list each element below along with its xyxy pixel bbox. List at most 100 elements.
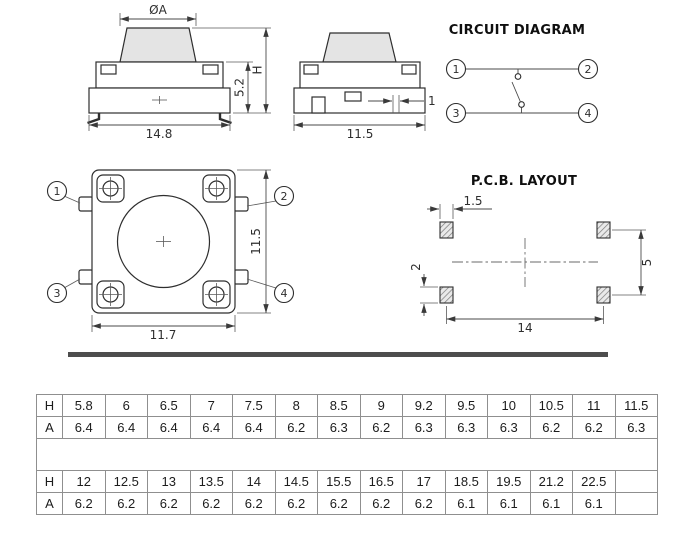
- table-cell: 6.2: [274, 492, 318, 515]
- terminal-1-label: 1: [453, 63, 460, 76]
- dim-top-view-width-label: 11.7: [150, 328, 177, 342]
- row-label-h: H: [36, 470, 63, 493]
- table-cell: 6.1: [487, 492, 531, 515]
- dim-top-view-height: 11.5: [237, 169, 271, 314]
- dim-terminal-width: 1: [368, 94, 436, 113]
- table-cell: 11: [572, 394, 616, 417]
- table-cell: 11.5: [614, 394, 658, 417]
- callout-1-label: 1: [54, 185, 61, 198]
- callout-3-circle: [46, 282, 68, 304]
- table-cell: 9.2: [402, 394, 446, 417]
- callout-4-circle: [273, 282, 295, 304]
- side-body-upper: [299, 61, 421, 89]
- table-cell: 21.2: [529, 470, 573, 493]
- table-cell: 9.5: [444, 394, 488, 417]
- table-cell: 13: [147, 470, 191, 493]
- table-cell: 8.5: [317, 394, 361, 417]
- button-cap-side: [322, 32, 397, 63]
- row-label-a: A: [36, 416, 63, 439]
- table-cell: 5.8: [62, 394, 106, 417]
- table-cell: 6.2: [359, 492, 403, 515]
- pad-top-left: [439, 221, 454, 239]
- table-cell: 13.5: [189, 470, 233, 493]
- table-cell: 6.3: [487, 416, 531, 439]
- terminal-2-label: 2: [585, 63, 592, 76]
- spacer-cell: [36, 438, 658, 471]
- table-cell: 14: [232, 470, 276, 493]
- table-cell: 6.4: [147, 416, 191, 439]
- side-center-boss: [344, 91, 362, 102]
- table-cell: 19.5: [487, 470, 531, 493]
- switch-body-upper: [95, 61, 224, 89]
- pcb-layout-title: P.C.B. LAYOUT: [471, 174, 577, 189]
- table-cell: 9: [359, 394, 403, 417]
- side-clip-right: [401, 64, 417, 75]
- terminal-2-circle: [577, 58, 599, 80]
- top-view: 1 2 3 4 11.5 11.7: [46, 169, 295, 342]
- front-view: ØA 5.2 H: [87, 3, 271, 141]
- table-cell: 16.5: [359, 470, 403, 493]
- callout-2-circle: [273, 185, 295, 207]
- pcb-layout: P.C.B. LAYOUT 1.5 2: [409, 174, 654, 335]
- dim-body-height-label: 5.2: [233, 78, 247, 97]
- table-cell: 6.1: [529, 492, 573, 515]
- table-cell: 6.2: [104, 492, 148, 515]
- table-cell: 6.2: [572, 416, 616, 439]
- clip-right: [202, 64, 219, 75]
- table-cell: 17: [402, 470, 446, 493]
- pad-bottom-right: [596, 286, 611, 304]
- dim-cap-diameter: ØA: [119, 3, 197, 26]
- table-cell: 6.4: [62, 416, 106, 439]
- technical-drawing: ØA 5.2 H: [46, 3, 654, 357]
- table-cell: 8: [274, 394, 318, 417]
- terminal-1-circle: [445, 58, 467, 80]
- dim-top-view-width: 11.7: [91, 315, 236, 342]
- dim-side-width-label: 11.5: [347, 127, 374, 141]
- table-cell: 6.2: [317, 492, 361, 515]
- dim-pad-height: 2: [409, 263, 438, 316]
- table-cell: 6.1: [572, 492, 616, 515]
- side-view: 1 11.5: [293, 32, 436, 141]
- table-cell: 18.5: [444, 470, 488, 493]
- table-cell: 6.3: [402, 416, 446, 439]
- table-cell: 6.2: [529, 416, 573, 439]
- pin-top-right: [233, 196, 249, 212]
- callout-4-label: 4: [281, 287, 288, 300]
- leg-left: [87, 113, 101, 125]
- row-label-h: H: [36, 394, 63, 417]
- corner-mount-br: [202, 280, 231, 309]
- terminal-3-label: 3: [453, 107, 460, 120]
- dim-body-height: 5.2: [226, 61, 253, 114]
- table-cell: 6.4: [189, 416, 233, 439]
- table-cell: 10: [487, 394, 531, 417]
- dim-col-pitch-label: 14: [517, 321, 532, 335]
- table-cell: 12.5: [104, 470, 148, 493]
- pad-bottom-left: [439, 286, 454, 304]
- pin-top-left: [78, 196, 94, 212]
- corner-mount-bl: [96, 280, 125, 309]
- pin-bottom-right: [233, 269, 249, 285]
- callout-3-label: 3: [54, 287, 61, 300]
- pin-bottom-left: [78, 269, 94, 285]
- table-cell: 7.5: [232, 394, 276, 417]
- table-cell: 22.5: [572, 470, 616, 493]
- circuit-diagram-title: CIRCUIT DIAGRAM: [449, 23, 586, 38]
- table-cell: 12: [62, 470, 106, 493]
- terminal-4-circle: [577, 102, 599, 124]
- dim-total-height-label: H: [251, 65, 265, 74]
- dim-pad-width-label: 1.5: [463, 194, 482, 208]
- table-cell: 10.5: [529, 394, 573, 417]
- table-cell: 6.2: [147, 492, 191, 515]
- contact-lower: [518, 101, 525, 108]
- contact-upper: [514, 73, 522, 80]
- dim-side-width: 11.5: [293, 115, 426, 141]
- table-cell: 15.5: [317, 470, 361, 493]
- terminal-3-circle: [445, 102, 467, 124]
- dim-col-pitch: 14: [446, 306, 604, 335]
- table-cell: 6.2: [402, 492, 446, 515]
- dim-row-pitch: 5: [612, 229, 654, 296]
- table-cell: 6.4: [104, 416, 148, 439]
